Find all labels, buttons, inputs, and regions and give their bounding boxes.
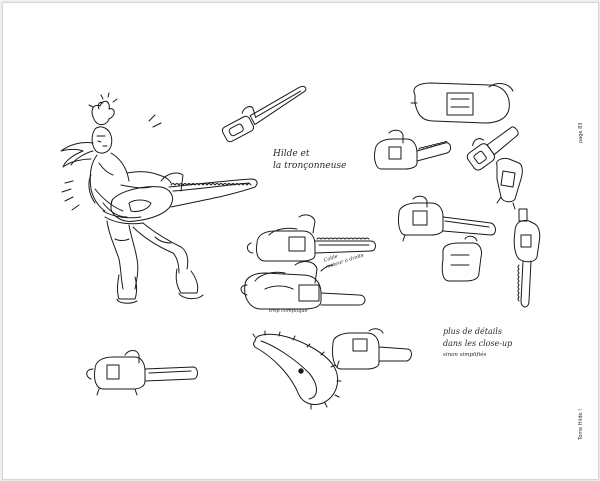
chainsaw-vertical [514, 209, 540, 307]
sketch-drawings [3, 3, 598, 479]
details-line-3: sinon simplifiés [443, 351, 487, 358]
chainsaw-mid-lower [241, 262, 365, 309]
chainsaw-right-2 [461, 117, 523, 172]
chainsaw-bottom-right [332, 329, 411, 369]
details-note: plus de détails dans les close-up sinon … [443, 326, 512, 359]
chainsaw-right-4 [398, 196, 495, 241]
title-line-2: la tronçonneuse [273, 161, 347, 172]
details-line-1: plus de détails [443, 327, 502, 336]
details-line-2: dans les close-up [443, 339, 513, 349]
simplified-note-text: trop compliqué [269, 308, 308, 314]
chainsaw-mid-upper [247, 215, 375, 261]
hilde-chainsaw [111, 173, 257, 221]
title-line-1: Hilde et [273, 149, 310, 159]
margin-label: Tome Hilde ! [578, 408, 584, 440]
cable-note-arrow [321, 265, 333, 271]
hilde-figure [61, 93, 203, 303]
chainsaw-right-1 [374, 130, 450, 169]
chainsaw-top-right [411, 83, 513, 123]
chainsaw-right-3 [497, 158, 523, 209]
simplified-note: trop compliqué [269, 308, 308, 315]
chainsaw-angled-small [218, 79, 312, 143]
chainsaw-bottom-left [87, 351, 198, 396]
chain-loop-closeup [253, 331, 341, 409]
page-number: page 83 [578, 122, 584, 143]
title-note: Hilde et la tronçonneuse [273, 148, 346, 172]
chainsaw-right-5 [442, 236, 481, 281]
